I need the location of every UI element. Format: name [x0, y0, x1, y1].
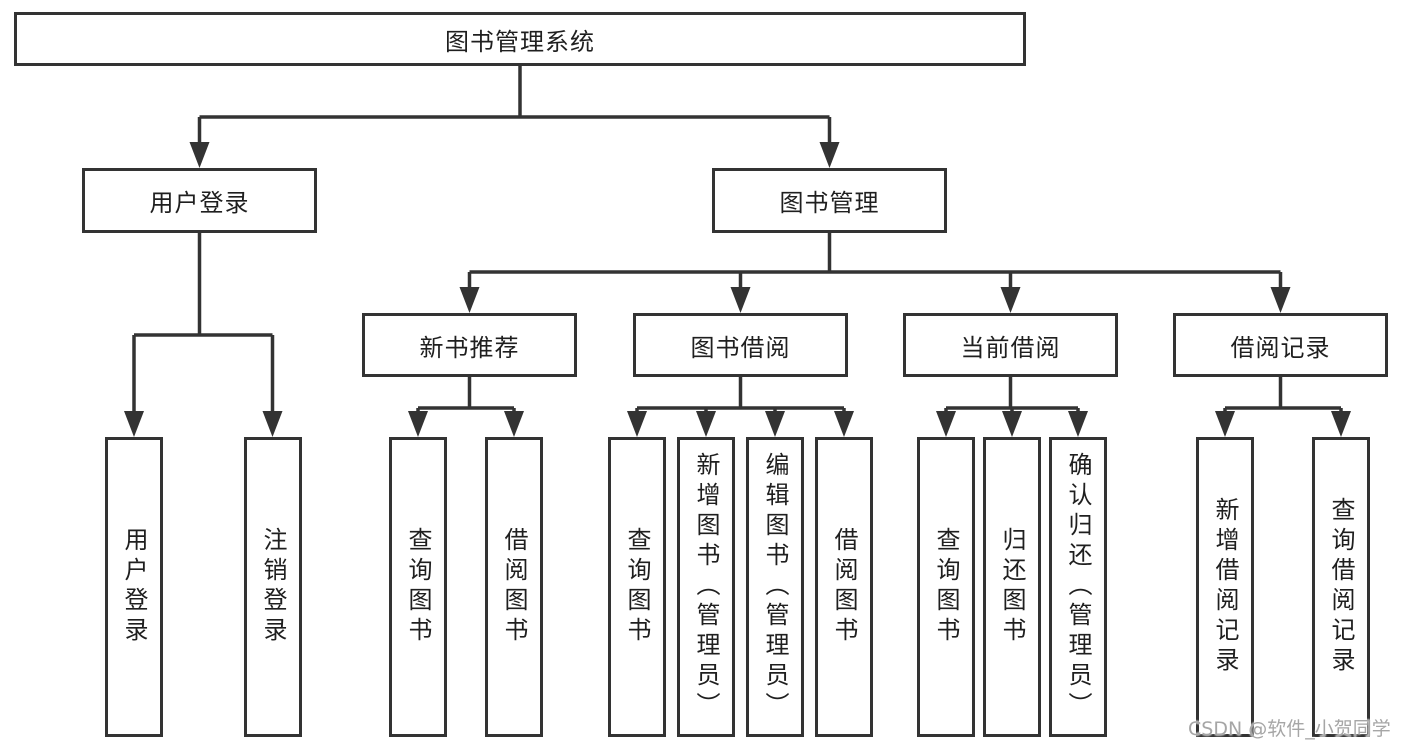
leaf-query-books-borrowing-label: 查询图书 [623, 527, 651, 647]
node-book-borrowing: 图书借阅 [633, 313, 848, 377]
node-user-login-label: 用户登录 [149, 189, 250, 217]
node-current-borrowing: 当前借阅 [903, 313, 1118, 377]
leaf-borrow-books-recommend: 借阅图书 [485, 437, 543, 737]
leaf-edit-books-admin-label: 编辑图书（管理员） [761, 452, 789, 722]
node-current-borrowing-label: 当前借阅 [960, 333, 1061, 362]
leaf-query-books-current-label: 查询图书 [932, 527, 960, 647]
leaf-query-books-current: 查询图书 [917, 437, 975, 737]
leaf-add-borrow-record: 新增借阅记录 [1196, 437, 1254, 737]
node-book-management-label: 图书管理 [779, 189, 880, 217]
leaf-user-login: 用户登录 [105, 437, 163, 737]
leaf-logout: 注销登录 [244, 437, 302, 737]
leaf-query-borrow-record: 查询借阅记录 [1312, 437, 1370, 737]
connector-records-to-leaves [1215, 377, 1351, 437]
leaf-confirm-return-admin: 确认归还（管理员） [1049, 437, 1107, 737]
node-user-login: 用户登录 [82, 168, 317, 233]
connector-current-to-leaves [936, 377, 1088, 437]
node-book-borrowing-label: 图书借阅 [690, 333, 791, 362]
node-borrowing-records-label: 借阅记录 [1230, 333, 1331, 362]
leaf-add-books-admin-label: 新增图书（管理员） [692, 452, 720, 722]
leaf-borrow-books: 借阅图书 [815, 437, 873, 737]
leaf-logout-label: 注销登录 [259, 527, 287, 647]
leaf-query-books-borrowing: 查询图书 [608, 437, 666, 737]
leaf-borrow-books-recommend-label: 借阅图书 [500, 527, 528, 647]
leaf-query-books-recommend-label: 查询图书 [404, 527, 432, 647]
leaf-confirm-return-admin-label: 确认归还（管理员） [1064, 452, 1092, 722]
leaf-borrow-books-label: 借阅图书 [830, 527, 858, 647]
leaf-return-books: 归还图书 [983, 437, 1041, 737]
leaf-return-books-label: 归还图书 [998, 527, 1026, 647]
leaf-add-books-admin: 新增图书（管理员） [677, 437, 735, 737]
connector-newbook-to-leaves [408, 377, 524, 437]
leaf-add-borrow-record-label: 新增借阅记录 [1211, 497, 1239, 677]
node-system-root-label: 图书管理系统 [445, 27, 595, 56]
node-new-book-recommend-label: 新书推荐 [419, 333, 520, 362]
node-new-book-recommend: 新书推荐 [362, 313, 577, 377]
node-book-management: 图书管理 [712, 168, 947, 233]
leaf-query-borrow-record-label: 查询借阅记录 [1327, 497, 1355, 677]
connector-userlogin-to-leaves [124, 233, 283, 437]
leaf-edit-books-admin: 编辑图书（管理员） [746, 437, 804, 737]
csdn-watermark: CSDN @软件_小贺同学 [1188, 718, 1391, 740]
leaf-query-books-recommend: 查询图书 [389, 437, 447, 737]
leaf-user-login-label: 用户登录 [120, 527, 148, 647]
connector-bookmgmt-to-level3 [459, 233, 1291, 313]
connector-root-to-level2 [189, 66, 840, 168]
node-system-root: 图书管理系统 [14, 12, 1026, 66]
connector-borrowing-to-leaves [627, 377, 854, 437]
node-borrowing-records: 借阅记录 [1173, 313, 1388, 377]
